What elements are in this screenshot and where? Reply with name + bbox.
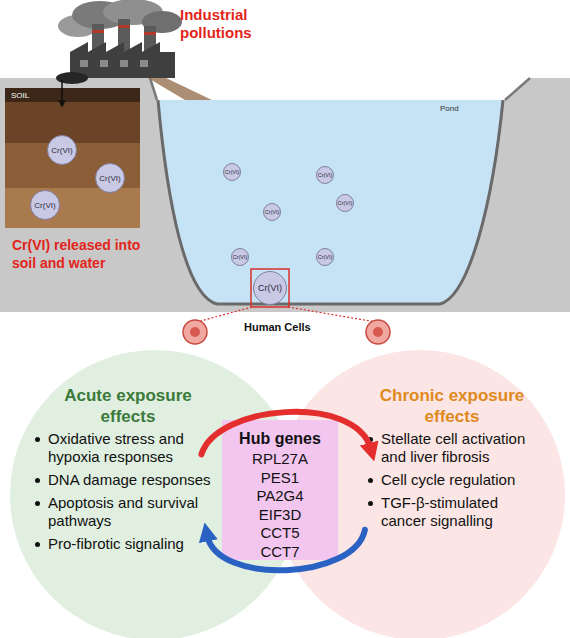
hub-box: Hub genesRPL27APES1PA2G4EIF3DCCT5CCT7 bbox=[222, 420, 338, 560]
gene-name: EIF3D bbox=[259, 506, 302, 525]
venn-heading: Chronic exposure effects bbox=[372, 385, 532, 427]
soil-label: SOIL bbox=[11, 91, 29, 100]
bullet-item: DNA damage responses bbox=[32, 471, 228, 489]
chromium-circle: Cr(VI) bbox=[231, 248, 249, 266]
factory-window bbox=[120, 60, 128, 67]
chromium-circle: Cr(VI) bbox=[95, 163, 125, 193]
bullet-list: Stellate cell activation and liver fibro… bbox=[365, 430, 561, 530]
ground bbox=[0, 78, 570, 312]
chimney-band bbox=[118, 25, 130, 28]
leader-line bbox=[197, 307, 252, 322]
chromium-circle: Cr(VI) bbox=[263, 203, 281, 221]
cell-label: Human Cells bbox=[244, 321, 334, 334]
factory-window bbox=[140, 60, 148, 67]
highlight-square bbox=[251, 269, 289, 307]
coal-pile bbox=[56, 72, 88, 84]
bullet-list: Oxidative stress and hypoxia responsesDN… bbox=[32, 430, 228, 553]
callout-text: Cr(VI) released into soil and water bbox=[12, 236, 152, 272]
cycle-arrow bbox=[201, 412, 370, 455]
hub-heading: Hub genes bbox=[239, 429, 321, 449]
chimney-band bbox=[144, 32, 156, 35]
factory-window bbox=[100, 60, 108, 67]
chromium-label: Cr(VI) bbox=[265, 209, 280, 216]
leader-line bbox=[288, 307, 376, 322]
bullet-item: Oxidative stress and hypoxia responses bbox=[32, 430, 198, 466]
gene-name: CCT5 bbox=[260, 524, 299, 543]
chromium-circle: Cr(VI) bbox=[253, 271, 287, 305]
chromium-label: Cr(VI) bbox=[318, 254, 333, 261]
soil-layer bbox=[5, 102, 140, 143]
chromium-label: Cr(VI) bbox=[51, 146, 72, 155]
cell-nucleus bbox=[190, 327, 200, 337]
bullet-item: TGF-β-stimulated cancer signalling bbox=[365, 494, 541, 530]
bullet-item: Stellate cell activation and liver fibro… bbox=[365, 430, 541, 466]
soil-box: SOIL Cr(VI) Cr(VI) Cr(VI) bbox=[5, 88, 140, 228]
bullet-item: Pro-fibrotic signaling bbox=[32, 535, 228, 553]
chromium-label: Cr(VI) bbox=[258, 283, 282, 293]
gene-name: PA2G4 bbox=[256, 487, 303, 506]
chromium-circle: Cr(VI) bbox=[316, 248, 334, 266]
title-callout: Industrial pollutions bbox=[180, 6, 280, 42]
chromium-circle: Cr(VI) bbox=[223, 163, 241, 181]
chromium-circle: Cr(VI) bbox=[30, 190, 60, 220]
chimney-band bbox=[92, 30, 104, 33]
venn-heading: Acute exposure effects bbox=[53, 385, 203, 427]
soil-layer bbox=[5, 143, 140, 188]
chromium-label: Cr(VI) bbox=[338, 200, 353, 207]
chromium-label: Cr(VI) bbox=[233, 254, 248, 261]
pond-shape: PondCr(VI) Cr(VI) Cr(VI) Cr(VI) Cr(VI) Cr(VI)… bbox=[155, 100, 505, 310]
chromium-label: Cr(VI) bbox=[34, 201, 55, 210]
pond-outline bbox=[155, 100, 505, 310]
chromium-circle: Cr(VI) bbox=[316, 166, 334, 184]
seepage-arrow bbox=[61, 80, 63, 104]
gene-name: CCT7 bbox=[260, 543, 299, 562]
factory-window bbox=[80, 60, 88, 67]
human-cell bbox=[183, 320, 207, 344]
chromium-circle: Cr(VI) bbox=[47, 135, 77, 165]
pond-rim bbox=[505, 78, 530, 100]
bullet-item: Cell cycle regulation bbox=[365, 471, 561, 489]
bullet-item: Apoptosis and survival pathways bbox=[32, 494, 208, 530]
soil-layer bbox=[5, 88, 140, 102]
factory-building bbox=[70, 42, 175, 78]
chromium-circle: Cr(VI) bbox=[336, 194, 354, 212]
gene-name: PES1 bbox=[261, 469, 299, 488]
cycle-arrow bbox=[207, 530, 365, 571]
chromium-label: Cr(VI) bbox=[318, 172, 333, 179]
outflow-stream bbox=[148, 78, 214, 103]
chromium-label: Cr(VI) bbox=[225, 169, 240, 176]
soil-layer bbox=[5, 188, 140, 228]
gene-name: RPL27A bbox=[252, 450, 308, 469]
chromium-label: Cr(VI) bbox=[99, 174, 120, 183]
pond-water bbox=[158, 100, 503, 304]
cell-nucleus bbox=[373, 327, 383, 337]
pond-label: Pond bbox=[440, 104, 459, 113]
human-cell bbox=[366, 320, 390, 344]
pond-bank bbox=[158, 100, 503, 304]
